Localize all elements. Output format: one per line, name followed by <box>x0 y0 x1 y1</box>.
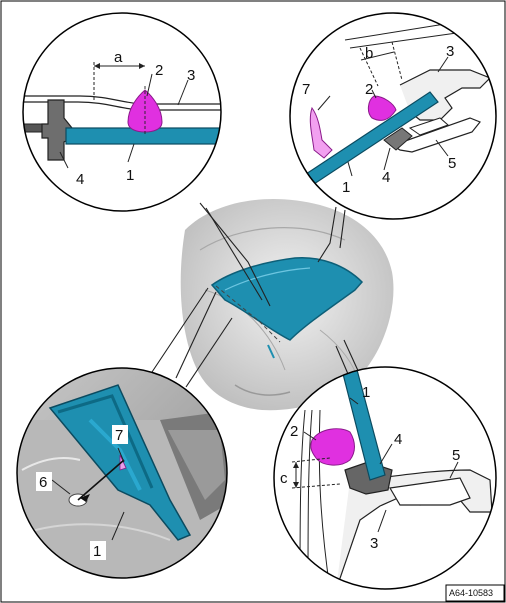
label-7: 7 <box>115 427 123 444</box>
label-1: 1 <box>342 179 350 196</box>
label-2: 2 <box>155 62 163 79</box>
car-rear-quarter-view <box>180 198 394 411</box>
label-2: 2 <box>290 423 298 440</box>
label-1: 1 <box>93 543 101 560</box>
label-dim-b: b <box>365 45 373 62</box>
callout-leader-lines <box>149 202 361 388</box>
part-5-trim <box>390 117 481 153</box>
label-6: 6 <box>39 474 47 491</box>
part-7-guide <box>309 106 333 159</box>
label-7: 7 <box>302 81 310 98</box>
label-dim-a: a <box>114 49 123 66</box>
label-1: 1 <box>362 384 370 401</box>
reference-code: A64-10583 <box>449 588 493 598</box>
label-dim-c: c <box>280 470 288 487</box>
callout-bottom-left: 7 6 1 <box>16 367 228 579</box>
label-3: 3 <box>446 43 454 60</box>
callout-bottom-right: 1 2 4 5 c 3 <box>273 366 497 590</box>
label-3: 3 <box>370 535 378 552</box>
label-4: 4 <box>394 431 402 448</box>
label-5: 5 <box>448 155 456 172</box>
reference-code-box: A64-10583 <box>445 584 505 602</box>
callout-top-left: a 2 3 4 1 <box>22 12 222 212</box>
callout-top-right: b 3 7 2 5 1 4 <box>289 12 497 220</box>
label-4: 4 <box>76 171 84 188</box>
label-4: 4 <box>382 169 390 186</box>
rear-quarter-window-part-1 <box>210 256 364 341</box>
part-2-clip <box>310 428 355 466</box>
label-2: 2 <box>365 81 373 98</box>
part-4-seal <box>383 127 413 151</box>
label-3: 3 <box>187 67 195 84</box>
label-5: 5 <box>452 447 460 464</box>
part-5-trim <box>389 477 471 506</box>
label-1: 1 <box>126 167 134 184</box>
part-2-clip <box>367 95 397 121</box>
